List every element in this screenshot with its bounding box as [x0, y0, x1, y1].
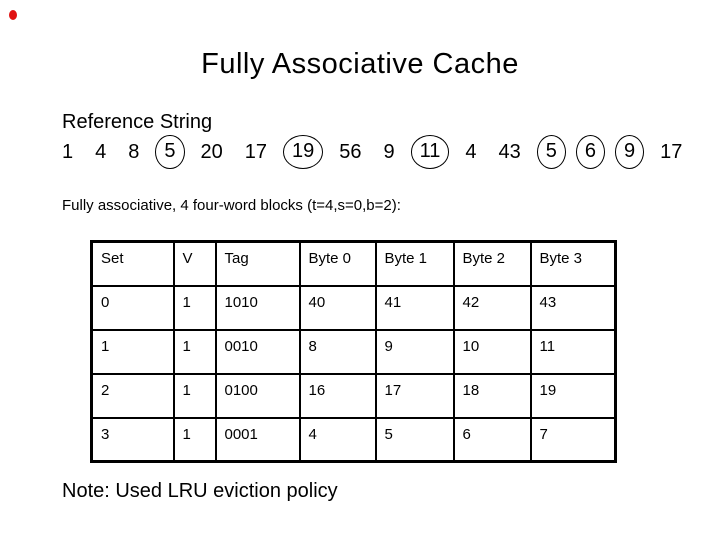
table-header-row: Set V Tag Byte 0 Byte 1 Byte 2 Byte 3 — [90, 240, 617, 287]
column-header-tag: Tag — [214, 240, 301, 287]
table-cell: 43 — [529, 284, 617, 331]
ref-item-circled: 5 — [536, 135, 566, 169]
column-header-valid: V — [172, 240, 217, 287]
column-header-byte0: Byte 0 — [298, 240, 377, 287]
ref-item: 1 — [62, 140, 74, 163]
table-cell: 18 — [452, 372, 532, 419]
slide-title: Fully Associative Cache — [201, 48, 519, 80]
column-header-set: Set — [90, 240, 175, 287]
ref-item-circled: 9 — [615, 135, 645, 169]
table-cell: 0 — [90, 284, 175, 331]
reference-string-row: 1 4 8 5 20 17 19 56 9 11 4 43 5 6 9 17 — [62, 135, 683, 169]
table-cell: 0010 — [214, 328, 301, 375]
table-cell: 1 — [172, 372, 217, 419]
table-cell: 42 — [452, 284, 532, 331]
ref-item: 4 — [465, 140, 477, 163]
table-cell: 0001 — [214, 416, 301, 463]
red-dot-icon — [9, 10, 17, 20]
table-row: 0 1 1010 40 41 42 43 — [90, 284, 617, 331]
table-cell: 40 — [298, 284, 377, 331]
table-cell: 5 — [374, 416, 455, 463]
cache-table: Set V Tag Byte 0 Byte 1 Byte 2 Byte 3 0 … — [90, 240, 617, 463]
ref-item: 9 — [383, 140, 395, 163]
table-cell: 1010 — [214, 284, 301, 331]
ref-item-circled: 19 — [283, 135, 324, 169]
ref-item: 20 — [200, 140, 223, 163]
table-cell: 41 — [374, 284, 455, 331]
ref-item: 8 — [128, 140, 140, 163]
column-header-byte1: Byte 1 — [374, 240, 455, 287]
table-cell: 8 — [298, 328, 377, 375]
table-cell: 1 — [172, 284, 217, 331]
table-cell: 0100 — [214, 372, 301, 419]
ref-item-circled: 6 — [575, 135, 606, 169]
ref-item: 43 — [498, 140, 521, 163]
ref-item-circled: 11 — [410, 135, 450, 169]
table-cell: 16 — [298, 372, 377, 419]
reference-string-label: Reference String — [62, 111, 213, 133]
table-cell: 4 — [298, 416, 377, 463]
ref-item: 17 — [660, 140, 683, 163]
table-cell: 17 — [374, 372, 455, 419]
table-cell: 1 — [90, 328, 175, 375]
ref-item: 56 — [339, 140, 362, 163]
table-row: 2 1 0100 16 17 18 19 — [90, 372, 617, 419]
table-cell: 10 — [452, 328, 532, 375]
table-cell: 3 — [90, 416, 175, 463]
cache-config-line: Fully associative, 4 four-word blocks (t… — [62, 197, 401, 214]
table-cell: 1 — [172, 328, 217, 375]
note-text: Note: Used LRU eviction policy — [62, 480, 338, 502]
ref-item-circled: 5 — [155, 135, 185, 169]
table-cell: 1 — [172, 416, 217, 463]
ref-item: 4 — [95, 140, 107, 163]
table-cell: 11 — [529, 328, 617, 375]
table-cell: 6 — [452, 416, 532, 463]
table-cell: 7 — [529, 416, 617, 463]
table-cell: 19 — [529, 372, 617, 419]
table-row: 3 1 0001 4 5 6 7 — [90, 416, 617, 463]
table-row: 1 1 0010 8 9 10 11 — [90, 328, 617, 375]
column-header-byte2: Byte 2 — [452, 240, 532, 287]
table-cell: 2 — [90, 372, 175, 419]
table-cell: 9 — [374, 328, 455, 375]
ref-item: 17 — [244, 140, 267, 163]
column-header-byte3: Byte 3 — [529, 240, 617, 287]
